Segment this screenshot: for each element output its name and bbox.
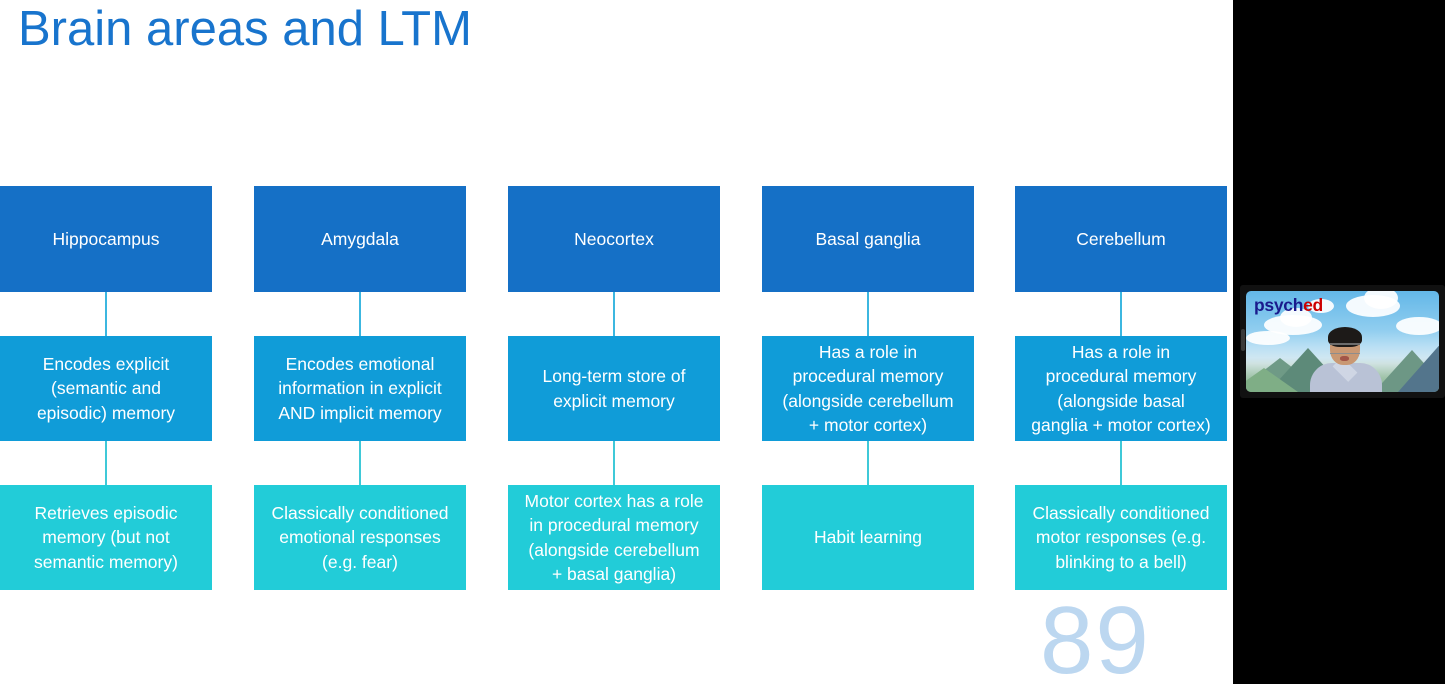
psyched-logo-part-one: psych	[1254, 295, 1304, 315]
node-role-cerebellum[interactable]: Has a role in procedural memory (alongsi…	[1015, 336, 1227, 441]
slide-page-number: 89	[1040, 587, 1151, 684]
flow-column-basal-ganglia: Basal ganglia Has a role in procedural m…	[762, 0, 974, 684]
node-brain-area-basal-ganglia[interactable]: Basal ganglia	[762, 186, 974, 292]
presenter-mouth	[1340, 356, 1349, 361]
page-title: Brain areas and LTM	[18, 2, 472, 56]
connector-line	[359, 292, 361, 336]
cloud-shape	[1246, 331, 1290, 345]
flow-column-hippocampus: Hippocampus Encodes explicit (semantic a…	[0, 0, 212, 684]
node-detail-cerebellum-text: Classically conditioned motor responses …	[1032, 502, 1210, 572]
flow-column-amygdala: Amygdala Encodes emotional information i…	[254, 0, 466, 684]
node-detail-neocortex[interactable]: Motor cortex has a role in procedural me…	[508, 485, 720, 590]
webcam-video-frame: psyched	[1246, 291, 1439, 392]
psyched-logo: psyched	[1254, 295, 1323, 315]
connector-line	[613, 441, 615, 485]
node-detail-neocortex-text: Motor cortex has a role in procedural me…	[524, 490, 704, 585]
cloud-shape	[1280, 308, 1312, 327]
webcam-device-notch	[1241, 329, 1245, 351]
flow-column-cerebellum: Cerebellum Has a role in procedural memo…	[1015, 0, 1227, 684]
mountain-ridge	[1398, 340, 1439, 392]
cloud-shape	[1308, 299, 1334, 313]
connector-line	[867, 292, 869, 336]
node-detail-amygdala[interactable]: Classically conditioned emotional respon…	[254, 485, 466, 590]
node-role-amygdala[interactable]: Encodes emotional information in explici…	[254, 336, 466, 441]
node-role-hippocampus[interactable]: Encodes explicit (semantic and episodic)…	[0, 336, 212, 441]
connector-line	[613, 292, 615, 336]
cloud-shape	[1396, 317, 1439, 335]
mountain-ridge	[1246, 368, 1298, 392]
cloud-shape	[1364, 291, 1398, 309]
connector-line	[359, 441, 361, 485]
node-brain-area-neocortex[interactable]: Neocortex	[508, 186, 720, 292]
node-detail-hippocampus[interactable]: Retrieves episodic memory (but not seman…	[0, 485, 212, 590]
node-detail-cerebellum[interactable]: Classically conditioned motor responses …	[1015, 485, 1227, 590]
flow-column-neocortex: Neocortex Long-term store of explicit me…	[508, 0, 720, 684]
presentation-slide: Brain areas and LTM 89 Hippocampus Encod…	[0, 0, 1233, 684]
connector-line	[105, 292, 107, 336]
node-brain-area-amygdala[interactable]: Amygdala	[254, 186, 466, 292]
presenter-hair	[1328, 327, 1362, 347]
node-role-basal-ganglia[interactable]: Has a role in procedural memory (alongsi…	[762, 336, 974, 441]
connector-line	[1120, 441, 1122, 485]
node-brain-area-hippocampus[interactable]: Hippocampus	[0, 186, 212, 292]
node-detail-basal-ganglia[interactable]: Habit learning	[762, 485, 974, 590]
connector-line	[867, 441, 869, 485]
node-role-neocortex[interactable]: Long-term store of explicit memory	[508, 336, 720, 441]
node-role-basal-ganglia-text: Has a role in procedural memory (alongsi…	[782, 341, 954, 436]
psyched-logo-part-two: ed	[1303, 295, 1323, 315]
presenter-webcam-overlay[interactable]: psyched	[1240, 285, 1445, 398]
connector-line	[1120, 292, 1122, 336]
connector-line	[105, 441, 107, 485]
node-role-cerebellum-text: Has a role in procedural memory (alongsi…	[1031, 341, 1211, 436]
glasses-icon	[1330, 343, 1360, 354]
node-brain-area-cerebellum[interactable]: Cerebellum	[1015, 186, 1227, 292]
